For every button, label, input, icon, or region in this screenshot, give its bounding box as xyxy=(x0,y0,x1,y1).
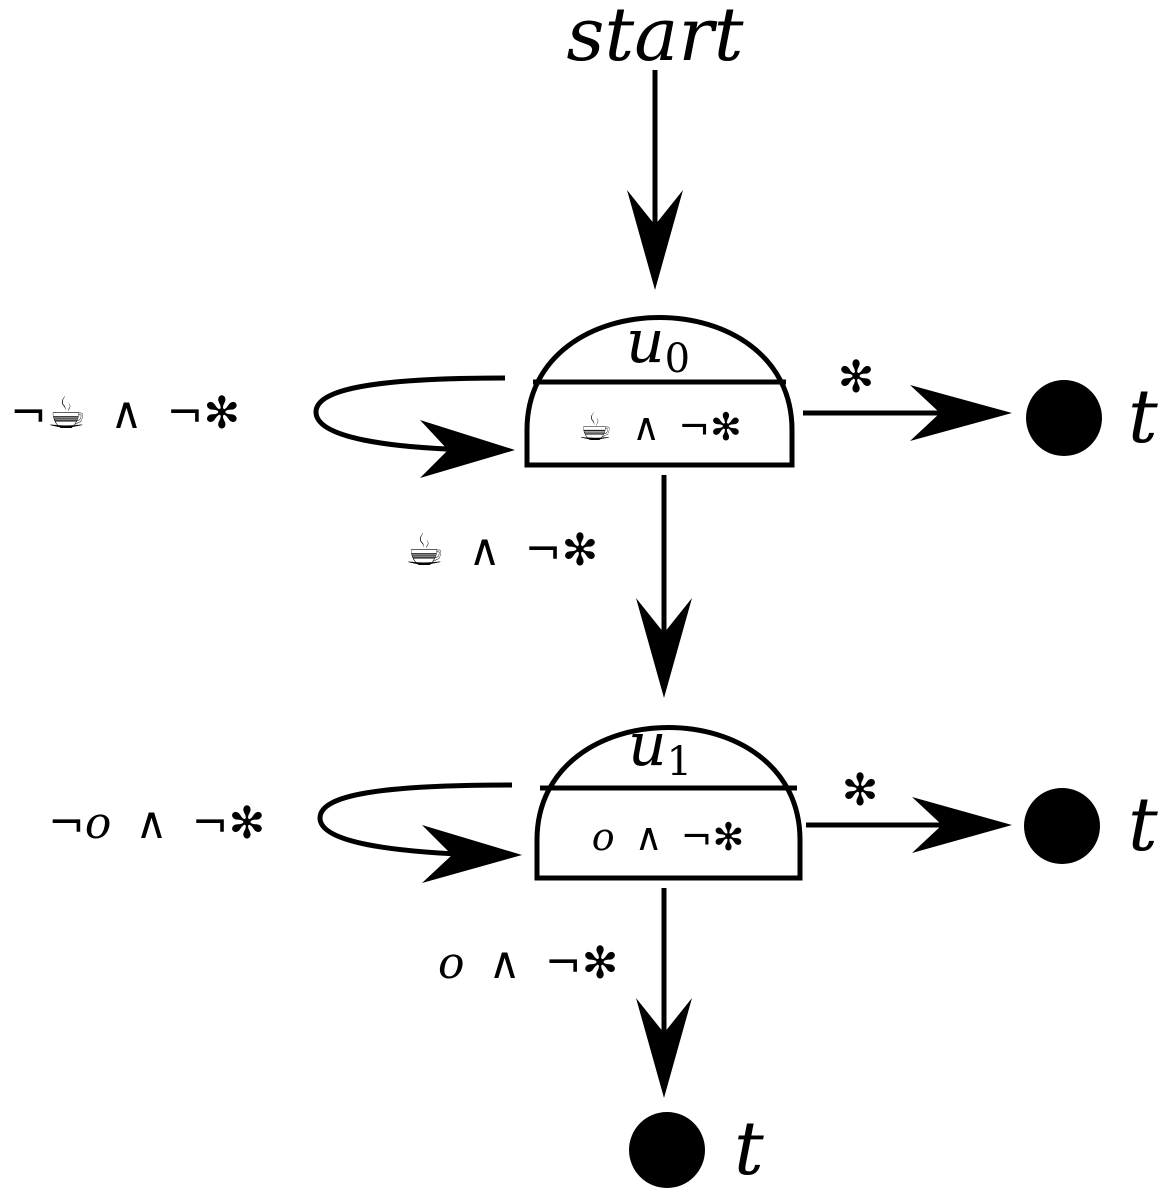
terminal-label-bottom: t xyxy=(734,1106,764,1190)
coffee-cup-icon: ☕ xyxy=(578,405,612,449)
node-u1-index: 1 xyxy=(667,739,692,785)
node-u1-name: u xyxy=(628,710,667,780)
node-u1-shape xyxy=(534,725,803,881)
u1-to-t-down-guard: o ∧ ¬✻ xyxy=(438,938,618,989)
asterisk-icon: ✻ xyxy=(203,388,240,439)
u0-to-u1-guard: ☕ ∧ ¬✻ xyxy=(405,525,598,576)
u0-to-t-arrowhead xyxy=(910,385,1012,441)
node-u1: u1 o ∧ ¬✻ xyxy=(534,710,803,881)
u1-to-t-guard: ✻ xyxy=(842,765,879,816)
coffee-cup-icon: ☕ xyxy=(405,525,444,576)
node-u1-guard: o ∧ ¬✻ xyxy=(592,815,745,859)
terminal-label-u0: t xyxy=(1128,374,1158,460)
u1-self-loop-guard: ¬o ∧ ¬✻ xyxy=(48,798,265,849)
terminal-node-bottom xyxy=(629,1112,705,1188)
terminal-label-u1: t xyxy=(1128,782,1158,868)
u0-to-u1-arrowhead xyxy=(636,598,692,698)
svg-text:u1: u1 xyxy=(628,710,692,785)
asterisk-icon: ✻ xyxy=(710,405,742,449)
node-u0-index: 0 xyxy=(665,336,690,382)
asterisk-icon: ✻ xyxy=(228,798,265,849)
terminal-node-u0 xyxy=(1026,380,1102,456)
asterisk-icon: ✻ xyxy=(712,815,744,859)
u0-to-t-guard: ✻ xyxy=(838,352,875,403)
asterisk-icon: ✻ xyxy=(582,938,619,989)
svg-text:u0: u0 xyxy=(626,307,690,382)
node-u0-guard: ☕ ∧ ¬✻ xyxy=(578,405,742,449)
u1-self-loop-edge xyxy=(317,782,513,858)
start-label: start xyxy=(567,0,744,78)
node-u0: u0 ☕ ∧ ¬✻ xyxy=(524,307,795,468)
asterisk-icon: ✻ xyxy=(562,525,599,576)
u1-to-t-arrowhead xyxy=(912,797,1012,853)
u0-self-loop-guard: ¬☕ ∧ ¬✻ xyxy=(10,388,240,439)
start-arrowhead xyxy=(627,190,683,290)
u1-self-loop-arrowhead xyxy=(422,825,522,883)
coffee-cup-icon: ☕ xyxy=(47,388,86,439)
u0-self-loop-edge xyxy=(313,375,506,453)
u0-self-loop-arrowhead xyxy=(420,420,515,478)
u1-to-t-down-arrowhead xyxy=(636,998,692,1098)
terminal-node-u1 xyxy=(1024,788,1100,864)
node-u0-name: u xyxy=(626,307,665,377)
